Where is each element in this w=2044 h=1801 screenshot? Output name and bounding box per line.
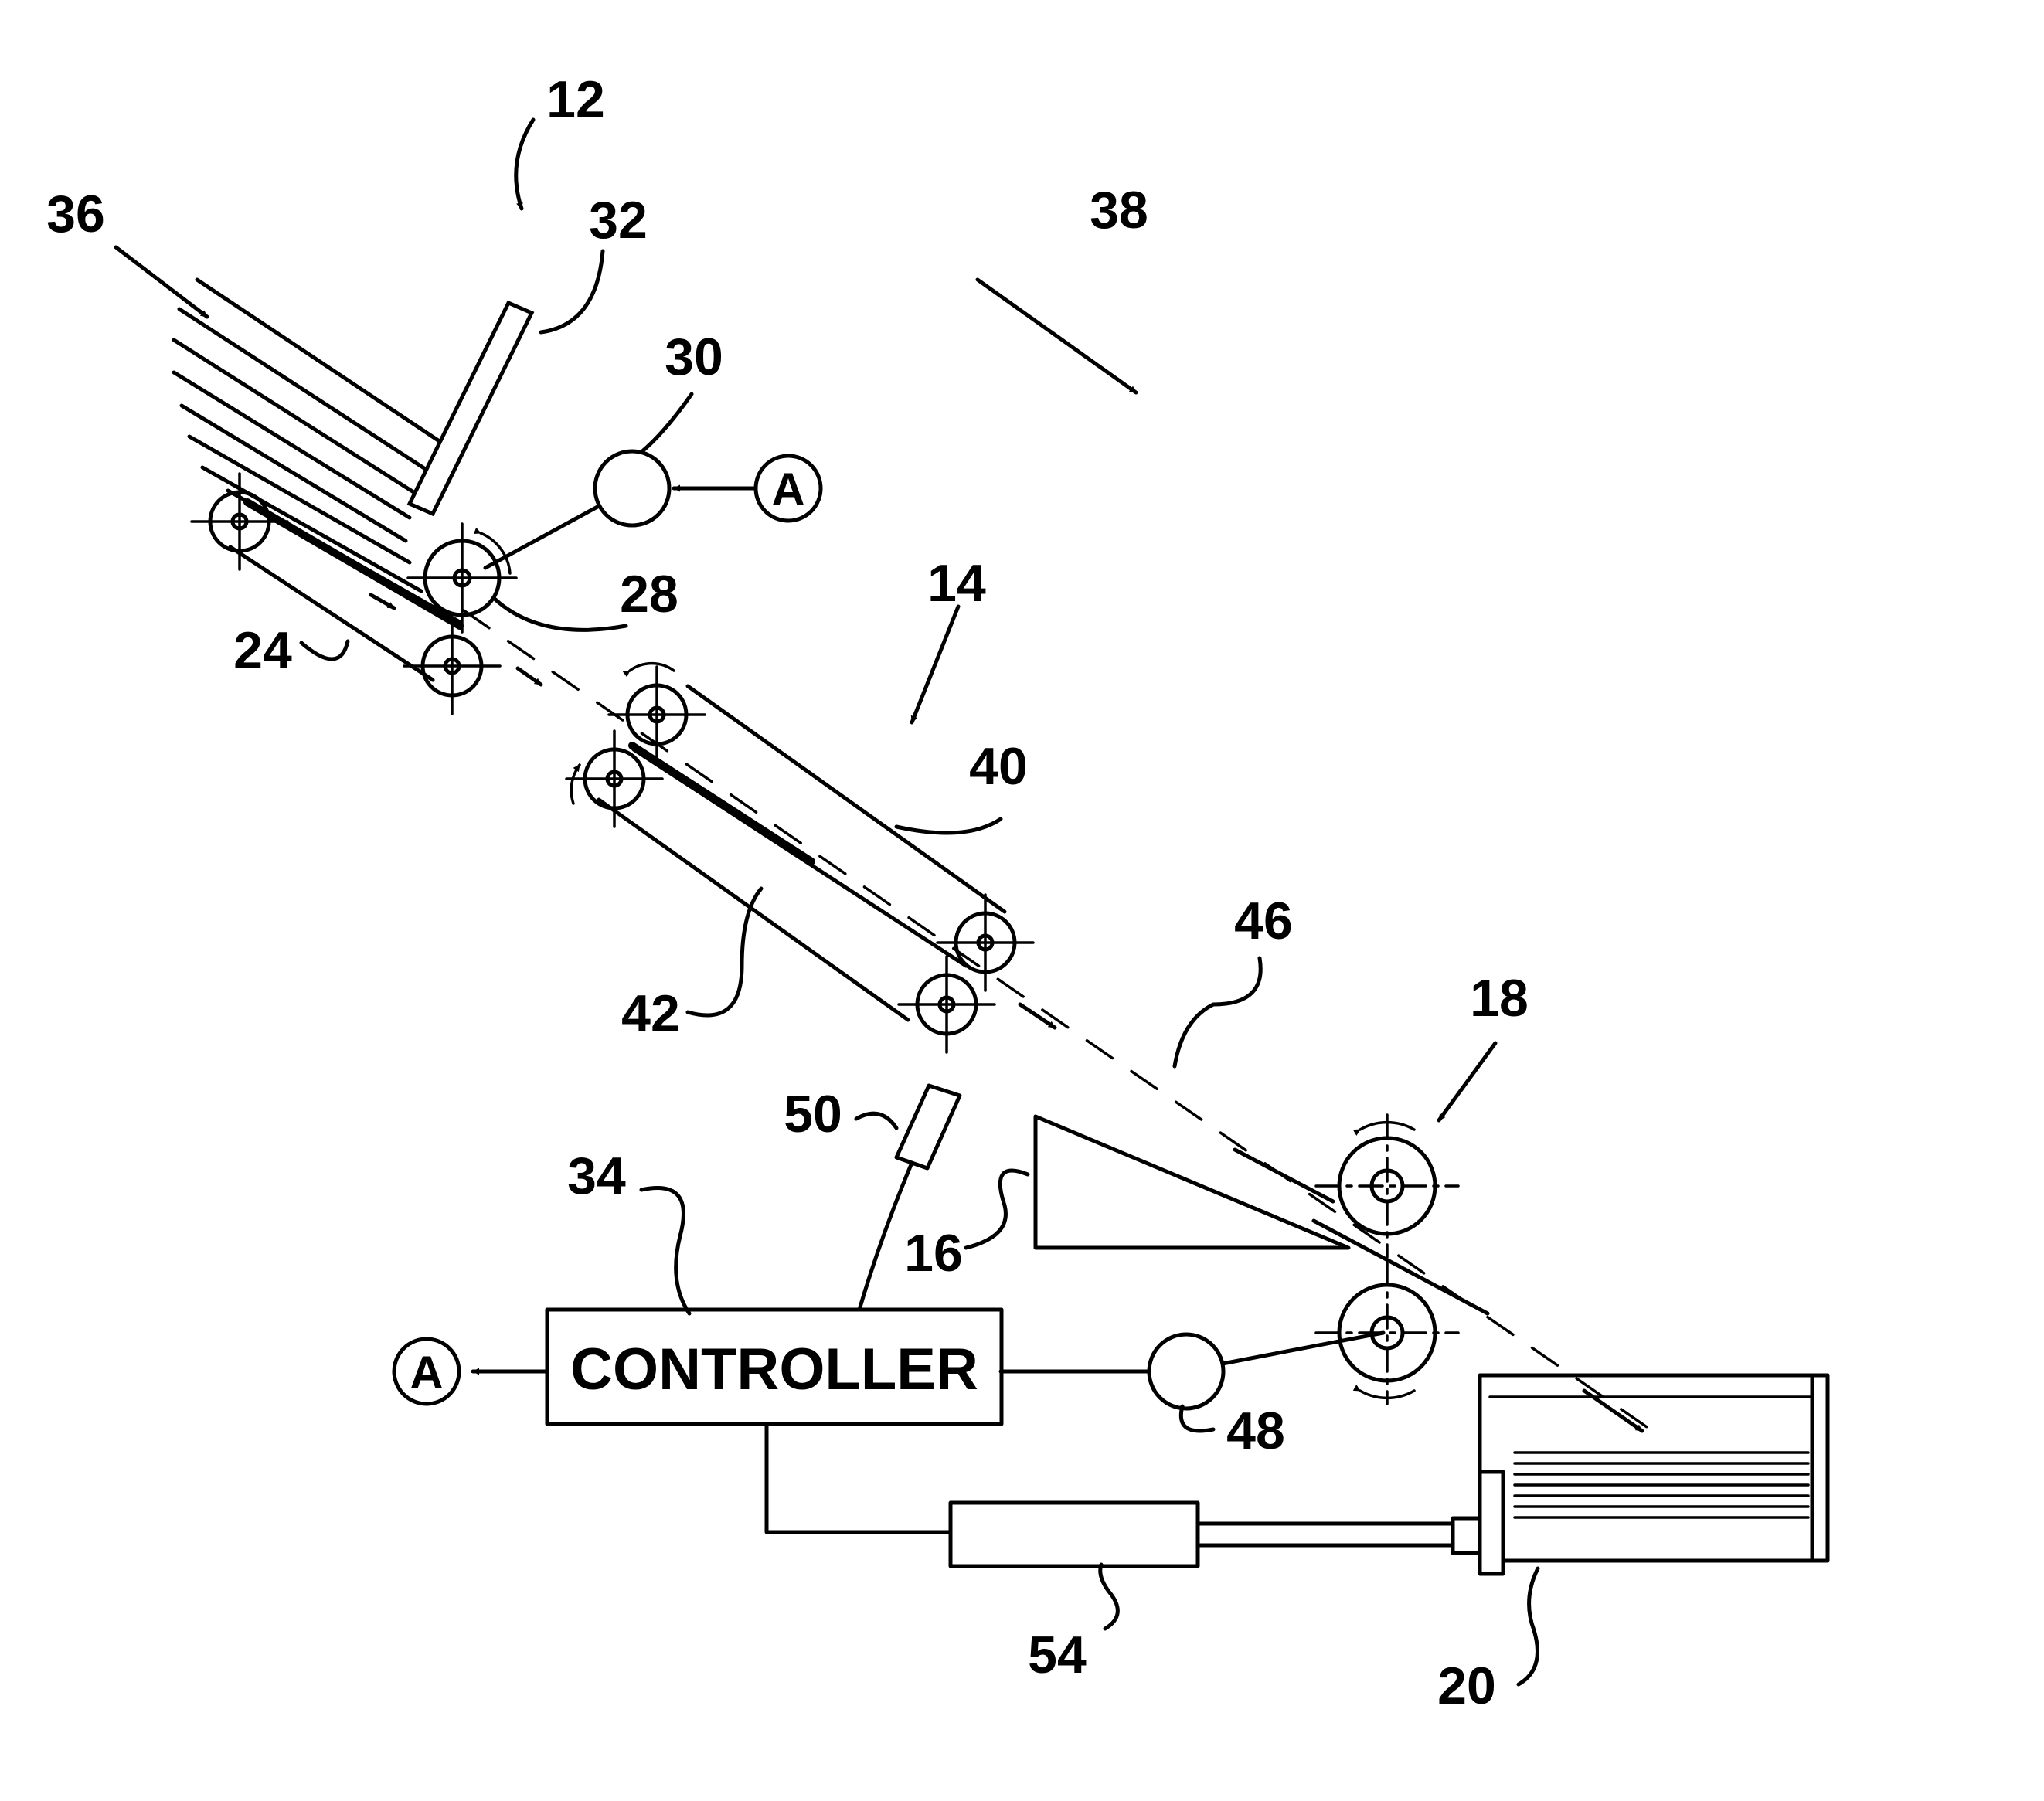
belt-roller-upper-left [609,667,705,763]
label-18: 18 [1470,969,1529,1028]
input-sheet-stack [174,280,440,591]
output-roller-pair-18 [1316,1043,1495,1404]
label-24: 24 [233,621,292,680]
label-14: 14 [927,554,986,613]
output-roller-lower [1316,1262,1458,1404]
airflow-arrow-38 [978,280,1136,392]
motor-30 [485,451,753,568]
label-48: 48 [1226,1402,1285,1460]
connector-a-bottom-text: A [410,1347,443,1398]
reference-labels: 12 36 32 38 30 28 24 14 40 42 46 18 50 3… [46,70,1529,1715]
label-46: 46 [1234,892,1293,950]
guide-wedge-16 [1036,1116,1488,1313]
label-30: 30 [665,328,723,386]
label-20: 20 [1437,1657,1496,1715]
label-34: 34 [567,1147,626,1205]
label-40: 40 [969,737,1028,796]
leader-lines [116,120,1538,1684]
connector-a-bottom: A [394,1339,459,1404]
label-12: 12 [546,70,605,129]
controller-34: CONTROLLER [473,1310,1002,1532]
label-36: 36 [46,185,105,243]
feed-roller-bottom [404,618,500,714]
output-roller-upper [1316,1115,1458,1257]
pick-roller-28 [408,524,516,632]
motor-48 [1001,1333,1383,1409]
label-16: 16 [904,1224,963,1283]
belt-roller-lower-left [566,731,662,827]
label-50: 50 [784,1085,842,1143]
connector-a-top-text: A [771,464,804,515]
sheet-stop-32 [410,303,532,514]
actuator-54 [951,1503,1480,1566]
output-tray-20 [1480,1375,1828,1574]
label-54: 54 [1028,1626,1087,1684]
label-32: 32 [589,191,648,250]
connector-a-top: A [756,456,821,521]
feed-roller-left [192,474,287,569]
label-38: 38 [1090,181,1148,240]
label-42: 42 [621,984,680,1043]
controller-text: CONTROLLER [570,1337,978,1402]
label-28: 28 [620,565,678,624]
